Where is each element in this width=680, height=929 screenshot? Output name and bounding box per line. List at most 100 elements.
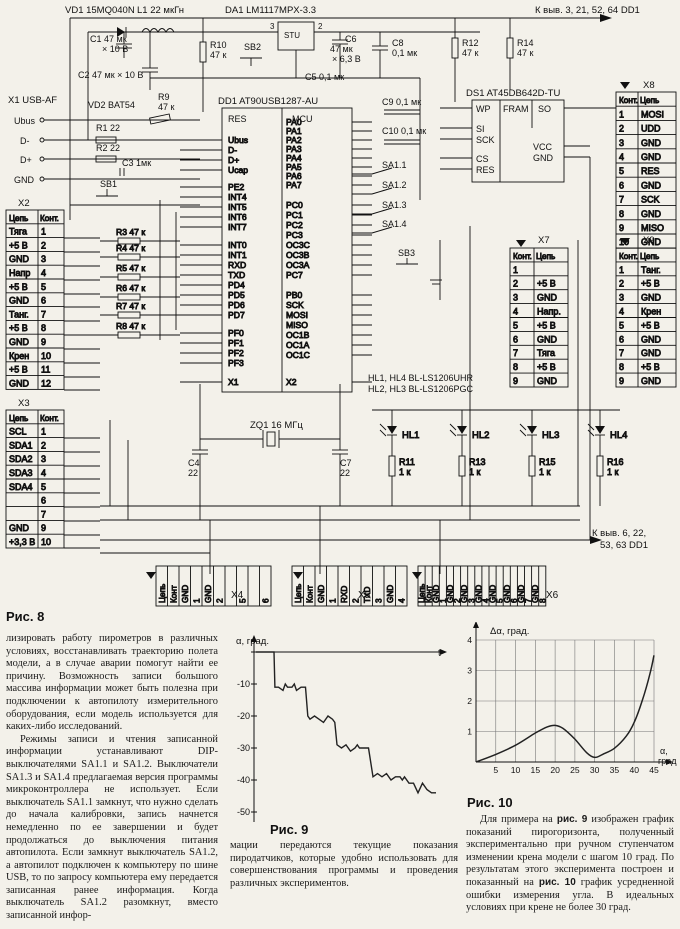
fig9-axes (251, 635, 447, 822)
fig10-xlabel-1: α, (660, 746, 668, 756)
fig10-y-arrow (473, 622, 479, 628)
led-resistor (388, 455, 396, 477)
mcu-pin-label: PA3 (286, 144, 302, 154)
table-header: Цепь (640, 252, 659, 261)
fig10-xtick-label: 10 (511, 765, 521, 775)
mcu-pin-label: MOSI (286, 310, 308, 320)
table-header: Конт. (40, 414, 59, 423)
x1-label: X1 USB-AF (8, 95, 57, 106)
table-cell: +5 В (9, 282, 28, 292)
led-ray (587, 423, 595, 431)
led-resistor-label: R15 (539, 457, 556, 467)
mcu-pin-label: D- (228, 145, 237, 155)
table-cell: GND (446, 585, 455, 603)
table-cell: +3,3 В (9, 537, 35, 547)
mcu-pin-label: X1 (228, 377, 239, 387)
table-cell: 1 (513, 265, 518, 275)
table-cell: 8 (513, 362, 518, 372)
table-header: Конт. (619, 252, 638, 261)
table-cell: SCK (641, 195, 660, 205)
led-resistor-label: R11 (399, 457, 415, 467)
sb2-label: SB2 (244, 42, 261, 52)
table-header: Цепь (536, 252, 555, 261)
table-cell: GND (181, 585, 190, 603)
table-cell: 2 (41, 440, 46, 450)
table-cell: UDD (641, 124, 661, 134)
table-cell: 12 (41, 378, 51, 388)
fig9-ytick-label: -20 (237, 711, 250, 721)
r1-label: R1 22 (96, 123, 120, 133)
fig10-ylabel: Δα, град. (490, 626, 529, 637)
mcu-pin-label: PA4 (286, 153, 302, 163)
c9-label: C9 0,1 мк (382, 97, 421, 107)
led-resistor (596, 455, 604, 477)
c1-label: C1 47 мк (90, 34, 127, 44)
mcu-pin-label: OC3A (286, 260, 310, 270)
fig10-ytick-label: 3 (467, 666, 472, 676)
mcu-pin-label: PD6 (228, 300, 245, 310)
c4-value: 22 (188, 468, 198, 478)
table-cell: 8 (619, 362, 624, 372)
resistor-body (117, 253, 141, 261)
led-label: HL4 (610, 430, 627, 441)
mcu-res: RES (228, 114, 247, 124)
resistor-label: R3 47 к (116, 227, 145, 237)
mcu-pin-label: PC1 (286, 210, 303, 220)
led-label: HL1 (402, 430, 419, 441)
table-cell: Цепь (158, 584, 167, 603)
table-cell: 9 (619, 223, 624, 233)
mcu-pin-label: INT0 (228, 240, 247, 250)
svg-text:2: 2 (318, 22, 323, 31)
mcu-pin-label: PA0 (286, 117, 302, 127)
table-cell: 1 (619, 109, 624, 119)
led-resistor-label: R13 (469, 457, 486, 467)
mcu-pin-label: PF0 (228, 328, 244, 338)
table-cell: 2 (619, 279, 624, 289)
table-cell: SCL (9, 427, 27, 437)
resistor-body (117, 311, 141, 319)
table-cell: GND (641, 334, 662, 344)
vd1-label: VD1 15MQ040N (65, 5, 135, 16)
ds1-pin-vcc: VCC (533, 142, 553, 152)
mcu-pin-label: INT4 (228, 192, 247, 202)
table-cell: SDA1 (9, 440, 33, 450)
mcu-pin-label: PD4 (228, 280, 245, 290)
table-cell: 5 (41, 282, 46, 292)
table-cell: 6 (619, 180, 624, 190)
hl-note-1: HL1, HL4 BL-LS1206UHR (368, 373, 474, 383)
x8-label: X8 (643, 80, 655, 91)
right-text-3: график усредненной ошибки измерения угла… (466, 876, 675, 914)
table-cell: MOSI (641, 109, 664, 119)
svg-text:STU: STU (284, 31, 300, 40)
mcu-pin-label: PB0 (286, 290, 302, 300)
mcu-pin-label: PC0 (286, 200, 303, 210)
ds1-pin-gnd: GND (533, 153, 554, 163)
table-cell: GND (641, 152, 662, 162)
fig9-ytick-label: -50 (237, 807, 250, 817)
led-diode-icon (387, 426, 397, 434)
mcu-left-pins: UbusD-D+UcapPE2INT4INT5INT6INT7INT0INT1R… (180, 135, 249, 387)
l1-label: L1 22 мкГн (137, 5, 184, 16)
mcu-pin-label: PF3 (228, 358, 244, 368)
led-resistor (458, 455, 466, 477)
x1-pin-gnd: GND (14, 175, 35, 185)
table-cell: GND (537, 293, 558, 303)
table-cell: SDA4 (9, 482, 33, 492)
right-text-2: изображен график показаний пирогоризонта… (466, 814, 674, 888)
sb1-label: SB1 (100, 179, 117, 189)
table-cell: 7 (513, 348, 518, 358)
table-cell: 2 (215, 598, 224, 603)
table-cell: 10 (41, 351, 51, 361)
mcu-pin-label: OC1C (286, 350, 310, 360)
table-cell: 5 (41, 482, 46, 492)
left-text-column: лизировать работу пирометров в различных… (6, 633, 218, 923)
vd2-label: VD2 BAT54 (88, 100, 135, 110)
zq1-label: ZQ1 16 МГц (250, 420, 303, 431)
table-cell: +5 В (641, 279, 660, 289)
mcu-pin-label: INT5 (228, 202, 247, 212)
table-cell: RXD (340, 586, 349, 603)
